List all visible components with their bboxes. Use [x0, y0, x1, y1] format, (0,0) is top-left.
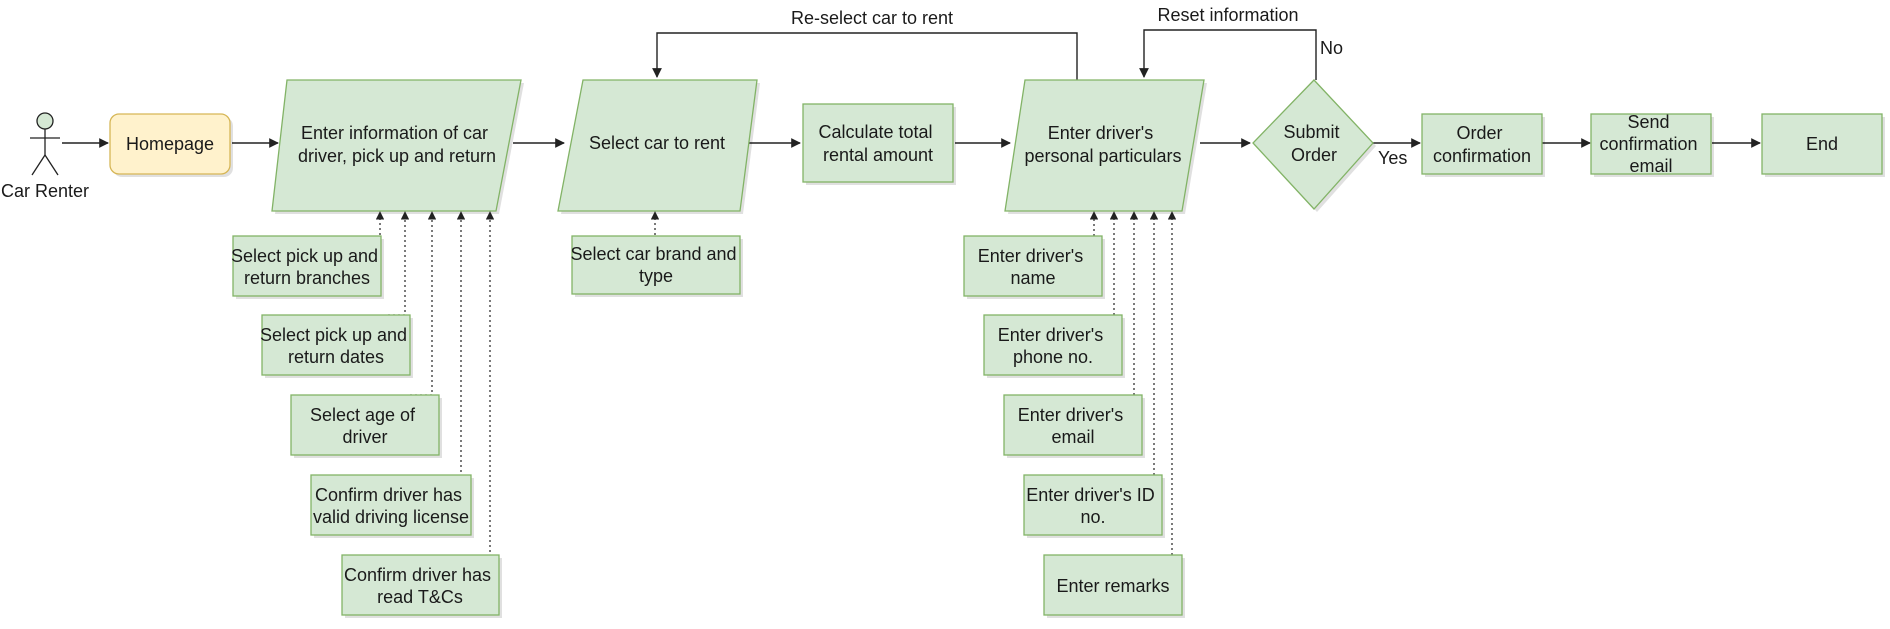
sub-step-dates: Select pick up and return dates	[260, 314, 413, 378]
node-calculate-total: Calculate total rental amount	[802, 103, 956, 185]
node-enter-information-label: Enter information of car driver, pick up…	[298, 123, 496, 166]
actor-head	[36, 112, 54, 130]
sub-step-driver-id: Enter driver's ID no.	[1023, 474, 1165, 538]
edge-reset-no	[1139, 29, 1317, 80]
node-enter-personal: Enter driver's personal particulars	[1004, 79, 1207, 214]
node-send-email-label: Send confirmation email	[1599, 112, 1702, 176]
sub-step-age-label: Select age of driver	[310, 405, 420, 447]
node-order-confirmation-label: Order confirmation	[1433, 123, 1531, 166]
node-select-car: Select car to rent	[557, 79, 760, 214]
car-sub-steps: Select car brand and type	[570, 211, 743, 297]
actor-label: Car Renter	[1, 181, 89, 201]
node-enter-information: Enter information of car driver, pick up…	[271, 79, 524, 214]
personal-sub-steps: Enter driver's name Enter driver's phone…	[963, 211, 1185, 618]
node-select-car-label: Select car to rent	[589, 133, 725, 153]
node-homepage-label: Homepage	[126, 134, 214, 154]
sub-step-driver-email-label: Enter driver's email	[1018, 405, 1128, 447]
edge-label-reselect: Re-select car to rent	[791, 8, 953, 28]
actor-car-renter: Car Renter	[1, 112, 89, 201]
node-end: End	[1761, 113, 1885, 177]
sub-step-driver-name: Enter driver's name	[963, 235, 1105, 299]
sub-step-driver-name-label: Enter driver's name	[978, 246, 1088, 288]
sub-step-driver-id-label: Enter driver's ID no.	[1026, 485, 1160, 527]
sub-step-license-label: Confirm driver has valid driving license	[313, 485, 469, 527]
sub-step-age: Select age of driver	[290, 394, 442, 458]
node-submit-order-label: Submit Order	[1283, 122, 1344, 165]
sub-step-branches: Select pick up and return branches	[231, 235, 384, 299]
node-calculate-total-label: Calculate total rental amount	[818, 122, 937, 165]
node-enter-personal-label: Enter driver's personal particulars	[1024, 123, 1181, 166]
sub-step-brand: Select car brand and type	[570, 235, 743, 297]
sub-step-tcs-label: Confirm driver has read T&Cs	[344, 565, 496, 607]
sub-step-driver-phone: Enter driver's phone no.	[983, 314, 1125, 378]
sub-step-remarks-label: Enter remarks	[1056, 576, 1169, 596]
node-submit-order: Submit Order	[1252, 79, 1376, 212]
info-sub-steps: Select pick up and return branches Selec…	[231, 211, 502, 618]
sub-step-driver-phone-label: Enter driver's phone no.	[998, 325, 1108, 367]
edge-label-reset: Reset information	[1157, 5, 1298, 25]
node-end-label: End	[1806, 134, 1838, 154]
node-order-confirmation: Order confirmation	[1421, 113, 1545, 177]
node-send-email: Send confirmation email	[1590, 112, 1714, 177]
sub-step-license: Confirm driver has valid driving license	[310, 474, 474, 538]
connector-dates	[388, 211, 410, 316]
node-homepage: Homepage	[109, 113, 233, 177]
edge-reselect-car	[652, 32, 1078, 80]
sub-step-dates-label: Select pick up and return dates	[260, 325, 412, 367]
main-flow-edges	[62, 29, 1761, 148]
sub-step-tcs: Confirm driver has read T&Cs	[341, 554, 502, 618]
edge-label-yes: Yes	[1378, 148, 1407, 168]
sub-step-driver-email: Enter driver's email	[1003, 394, 1145, 458]
sub-step-branches-label: Select pick up and return branches	[231, 246, 383, 288]
sub-step-brand-label: Select car brand and type	[570, 244, 741, 286]
edge-label-no: No	[1320, 38, 1343, 58]
connector-age	[410, 211, 437, 396]
sub-step-remarks: Enter remarks	[1043, 554, 1185, 618]
